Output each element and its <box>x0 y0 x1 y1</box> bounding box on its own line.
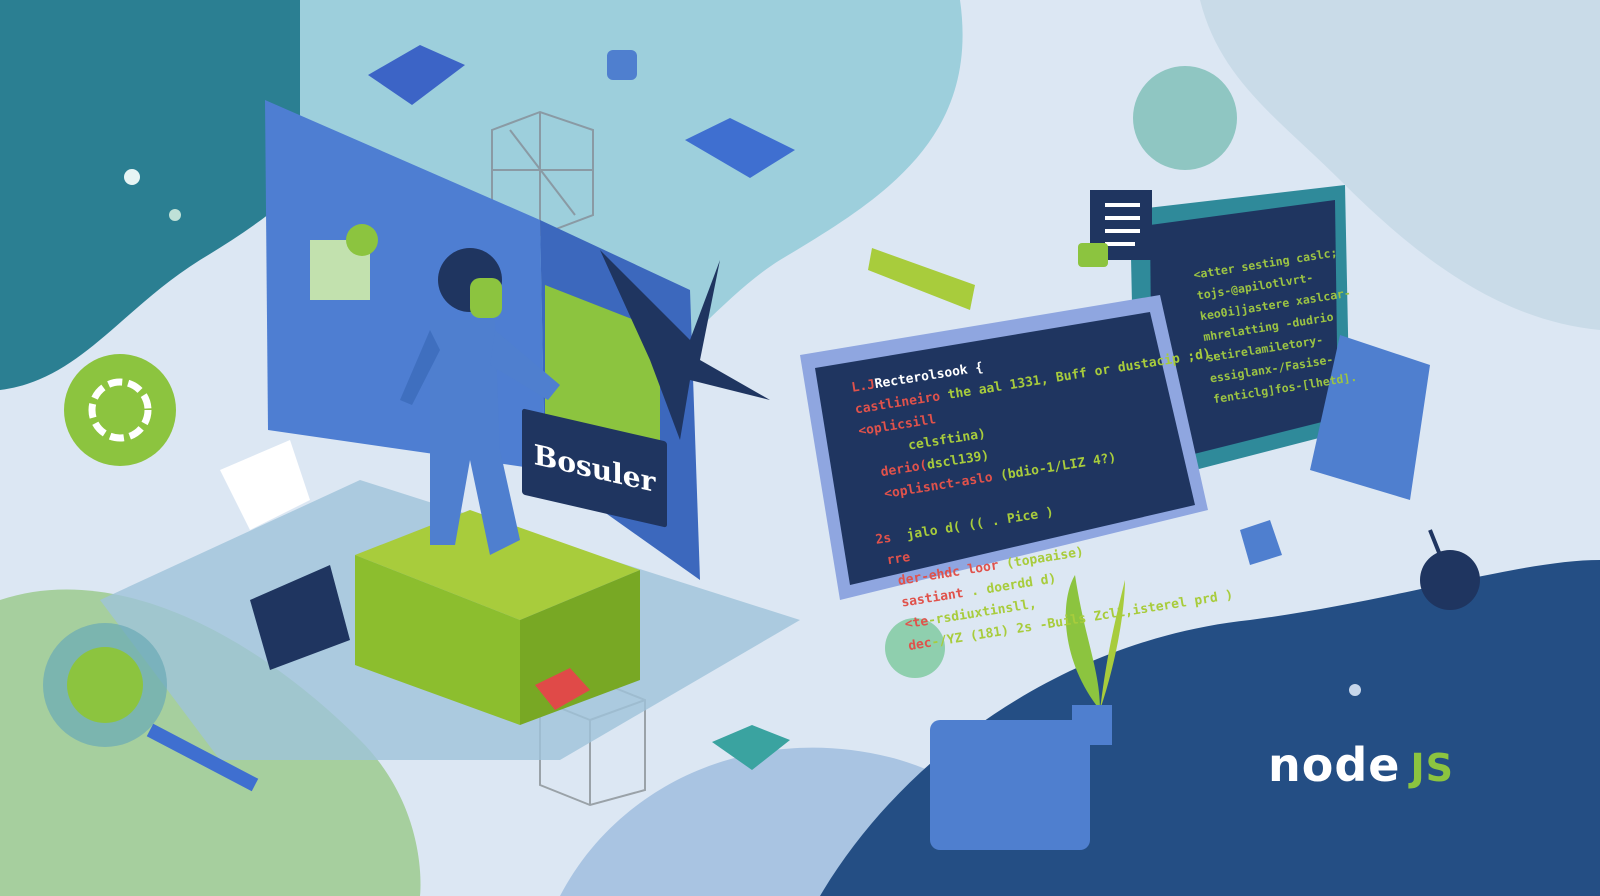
green-block-left <box>355 555 520 725</box>
apple-box <box>535 668 590 710</box>
floating-block <box>685 118 795 178</box>
power-icon <box>64 354 176 466</box>
plant-icon <box>1065 575 1125 745</box>
blue-cube-bottom <box>930 720 1090 850</box>
blob-right-light <box>1200 0 1600 330</box>
magnifier-icon <box>43 623 259 792</box>
code-token: <te <box>888 613 930 635</box>
calculator-icon <box>1310 335 1430 500</box>
code-token: L.J <box>850 377 877 396</box>
chat-bubble-icon <box>1078 243 1108 267</box>
navy-fan-icon <box>600 250 770 440</box>
teal-tile <box>712 725 790 770</box>
code-panel-screen <box>815 312 1195 585</box>
green-block-top <box>355 510 640 620</box>
floating-cube <box>607 50 637 80</box>
dot <box>169 209 181 221</box>
circle-teal <box>1133 66 1237 170</box>
floating-cube <box>1240 520 1282 565</box>
circle-green <box>885 618 945 678</box>
code-block-left: L.JRecterolsook {​castlineiro the aal 13… <box>850 320 1258 660</box>
laptop-pad <box>250 565 350 670</box>
logo-suffix: JS <box>1410 746 1454 790</box>
play-badge-icon <box>220 440 310 530</box>
lime-bar <box>868 248 975 310</box>
robot-icon <box>1420 529 1480 610</box>
dot <box>1349 684 1361 696</box>
code-block-right: <atter sesting caslc;tojs-@apilotlvrt-ke… <box>1192 241 1365 410</box>
logo-word: node <box>1268 738 1401 792</box>
code-token: dec <box>891 635 933 657</box>
app-icon <box>310 224 378 300</box>
green-screen <box>545 285 660 460</box>
developer-figure <box>400 248 560 555</box>
code-token: rre <box>878 549 912 570</box>
dot <box>124 169 140 185</box>
blob-top-left <box>0 0 383 390</box>
floating-block <box>368 45 465 105</box>
